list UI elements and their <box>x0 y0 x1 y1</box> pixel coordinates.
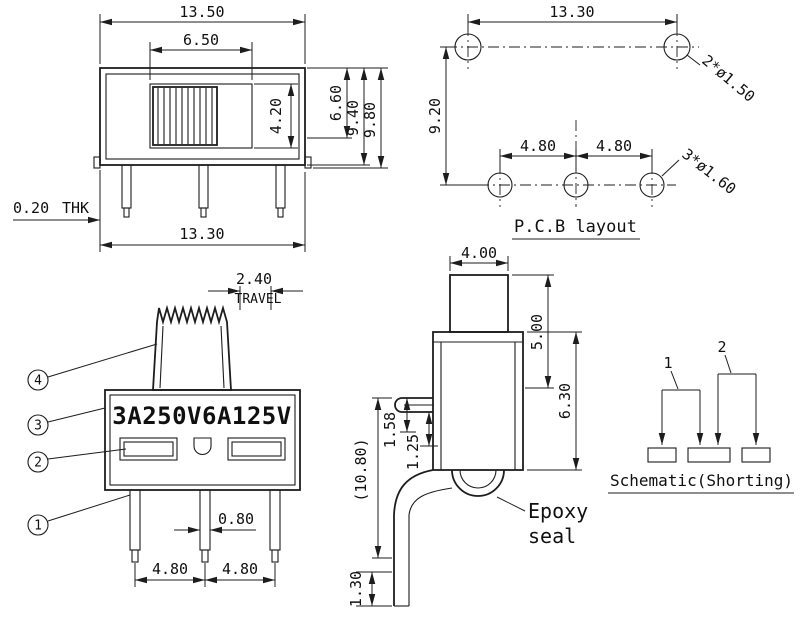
bent-pin <box>393 469 453 607</box>
terminal-window-left <box>119 437 178 461</box>
switch-body-inner-frame <box>105 73 300 160</box>
callout-2-number: 2 <box>34 456 42 471</box>
dim-pin-pitch-lines <box>134 563 276 587</box>
dim-height-body-label: 9.40 <box>344 100 362 136</box>
dim-plate-thickness-value: 0.20 <box>13 199 49 217</box>
dim-stem-width-label: 4.00 <box>461 244 497 262</box>
callout-4-number: 4 <box>34 374 42 389</box>
callout-1: 1 <box>27 494 131 536</box>
dim-overall-height-label: (10.80) <box>352 438 370 501</box>
schematic-pos1-label: 1 <box>663 354 672 372</box>
side-terminal <box>394 397 433 413</box>
callout-4-circle <box>27 369 49 391</box>
body-side <box>432 331 524 471</box>
dim-body-height-lines <box>527 331 582 471</box>
dim-heights-lines <box>307 67 388 169</box>
actuator-knob-serrated <box>152 304 232 391</box>
center-keyhole <box>193 437 212 455</box>
dim-overall-height-lines <box>372 397 392 559</box>
callout-3-circle <box>27 414 49 436</box>
callout-3-number: 3 <box>34 419 42 434</box>
epoxy-label-line1: Epoxy <box>528 499 588 523</box>
pcb-layout-title: P.C.B layout <box>514 217 637 237</box>
dim-pitch-left-label: 4.80 <box>520 137 556 155</box>
dim-top-hole-span-label: 13.30 <box>549 3 594 21</box>
marking-view-pins <box>129 489 281 563</box>
dim-window-height-label: 4.20 <box>267 98 285 134</box>
dim-terminal-b-lines <box>420 412 438 447</box>
schematic-position-2-lines <box>714 354 760 445</box>
dim-terminal-a-label: 1.58 <box>381 412 399 448</box>
dim-knob-window-lines <box>149 42 253 80</box>
dim-pin-pitch-left-label: 4.80 <box>152 560 188 578</box>
note-bottom-holes-leader <box>661 159 680 177</box>
schematic-title: Schematic(Shorting) <box>610 471 793 490</box>
side-view: 4.00 5.00 6.30 1.58 1.25 (10.80) <box>347 244 588 607</box>
dim-window-height-lines <box>254 83 298 149</box>
schematic-contact-middle <box>687 447 731 463</box>
dim-top-hole-span-lines <box>467 14 678 32</box>
dim-pitch-right-label: 4.80 <box>596 137 632 155</box>
body-side-inner-lines <box>433 341 523 470</box>
travel-word-label: TRAVEL <box>235 292 282 307</box>
dim-height-overall-label: 9.80 <box>361 102 379 138</box>
mount-tab-right <box>304 156 312 169</box>
dim-terminal-a-lines <box>400 398 416 433</box>
dim-width-bottom-lines <box>99 170 306 252</box>
marking-view: 3A250V6A125V 2.40 TRAVEL 4 3 <box>27 270 303 587</box>
body-marking-text: 3A250V6A125V <box>112 402 291 430</box>
dim-travel-lines <box>208 286 303 310</box>
slider-channel <box>149 83 253 149</box>
callout-2: 2 <box>27 448 127 473</box>
dim-pin-width-label: 0.80 <box>218 510 254 528</box>
dim-pin-pitch-right-label: 4.80 <box>222 560 258 578</box>
knob-knurl-hatch <box>157 88 213 144</box>
slider-knob <box>152 86 218 146</box>
schematic-contact-left <box>647 447 677 463</box>
callout-2-circle <box>27 451 49 473</box>
schematic-position-1-lines <box>658 370 704 445</box>
dim-pin-tip-lines <box>356 571 392 607</box>
callout-1-number: 1 <box>34 519 42 534</box>
dim-body-height-label: 6.30 <box>556 383 574 419</box>
dim-width-top-lines <box>99 14 306 64</box>
schematic-pos2-label: 2 <box>717 338 726 356</box>
dim-stem-width-lines <box>449 256 509 271</box>
callout-3: 3 <box>27 407 106 436</box>
epoxy-dome-inner <box>459 469 497 489</box>
dim-plate-thickness-label: THK <box>62 199 89 217</box>
front-view-pins <box>121 164 286 218</box>
note-top-holes-leader <box>686 54 701 66</box>
epoxy-label-line2: seal <box>528 524 576 548</box>
dim-width-top-label: 13.50 <box>179 3 224 21</box>
terminal-window-right <box>227 437 286 461</box>
actuator-knob-inner-lines <box>159 325 225 389</box>
epoxy-seal-leader <box>496 496 526 512</box>
dim-travel-label: 2.40 <box>236 270 272 288</box>
front-view: 13.50 6.50 4.20 6.60 9.40 9.80 0.20 THK <box>13 3 388 252</box>
dim-height-inner-label: 6.60 <box>327 85 345 121</box>
terminal-window-right-inner <box>231 441 282 457</box>
dim-row-spacing-label: 9.20 <box>426 98 444 134</box>
dim-knob-window-label: 6.50 <box>183 31 219 49</box>
dim-width-bottom-label: 13.30 <box>179 225 224 243</box>
dim-pitch-lines <box>499 149 653 171</box>
mount-tab-left <box>93 156 101 169</box>
callout-4: 4 <box>27 343 158 391</box>
epoxy-dome-outer <box>451 469 505 497</box>
schematic-view: 1 2 Schematic(Shorting) <box>608 338 794 494</box>
callout-1-circle <box>27 514 49 536</box>
dim-row-spacing-lines <box>440 46 486 186</box>
dim-pin-tip-label: 1.30 <box>347 571 365 607</box>
schematic-contact-right <box>741 447 771 463</box>
switch-body-front-inner <box>109 394 296 486</box>
dim-terminal-b-label: 1.25 <box>404 434 422 470</box>
